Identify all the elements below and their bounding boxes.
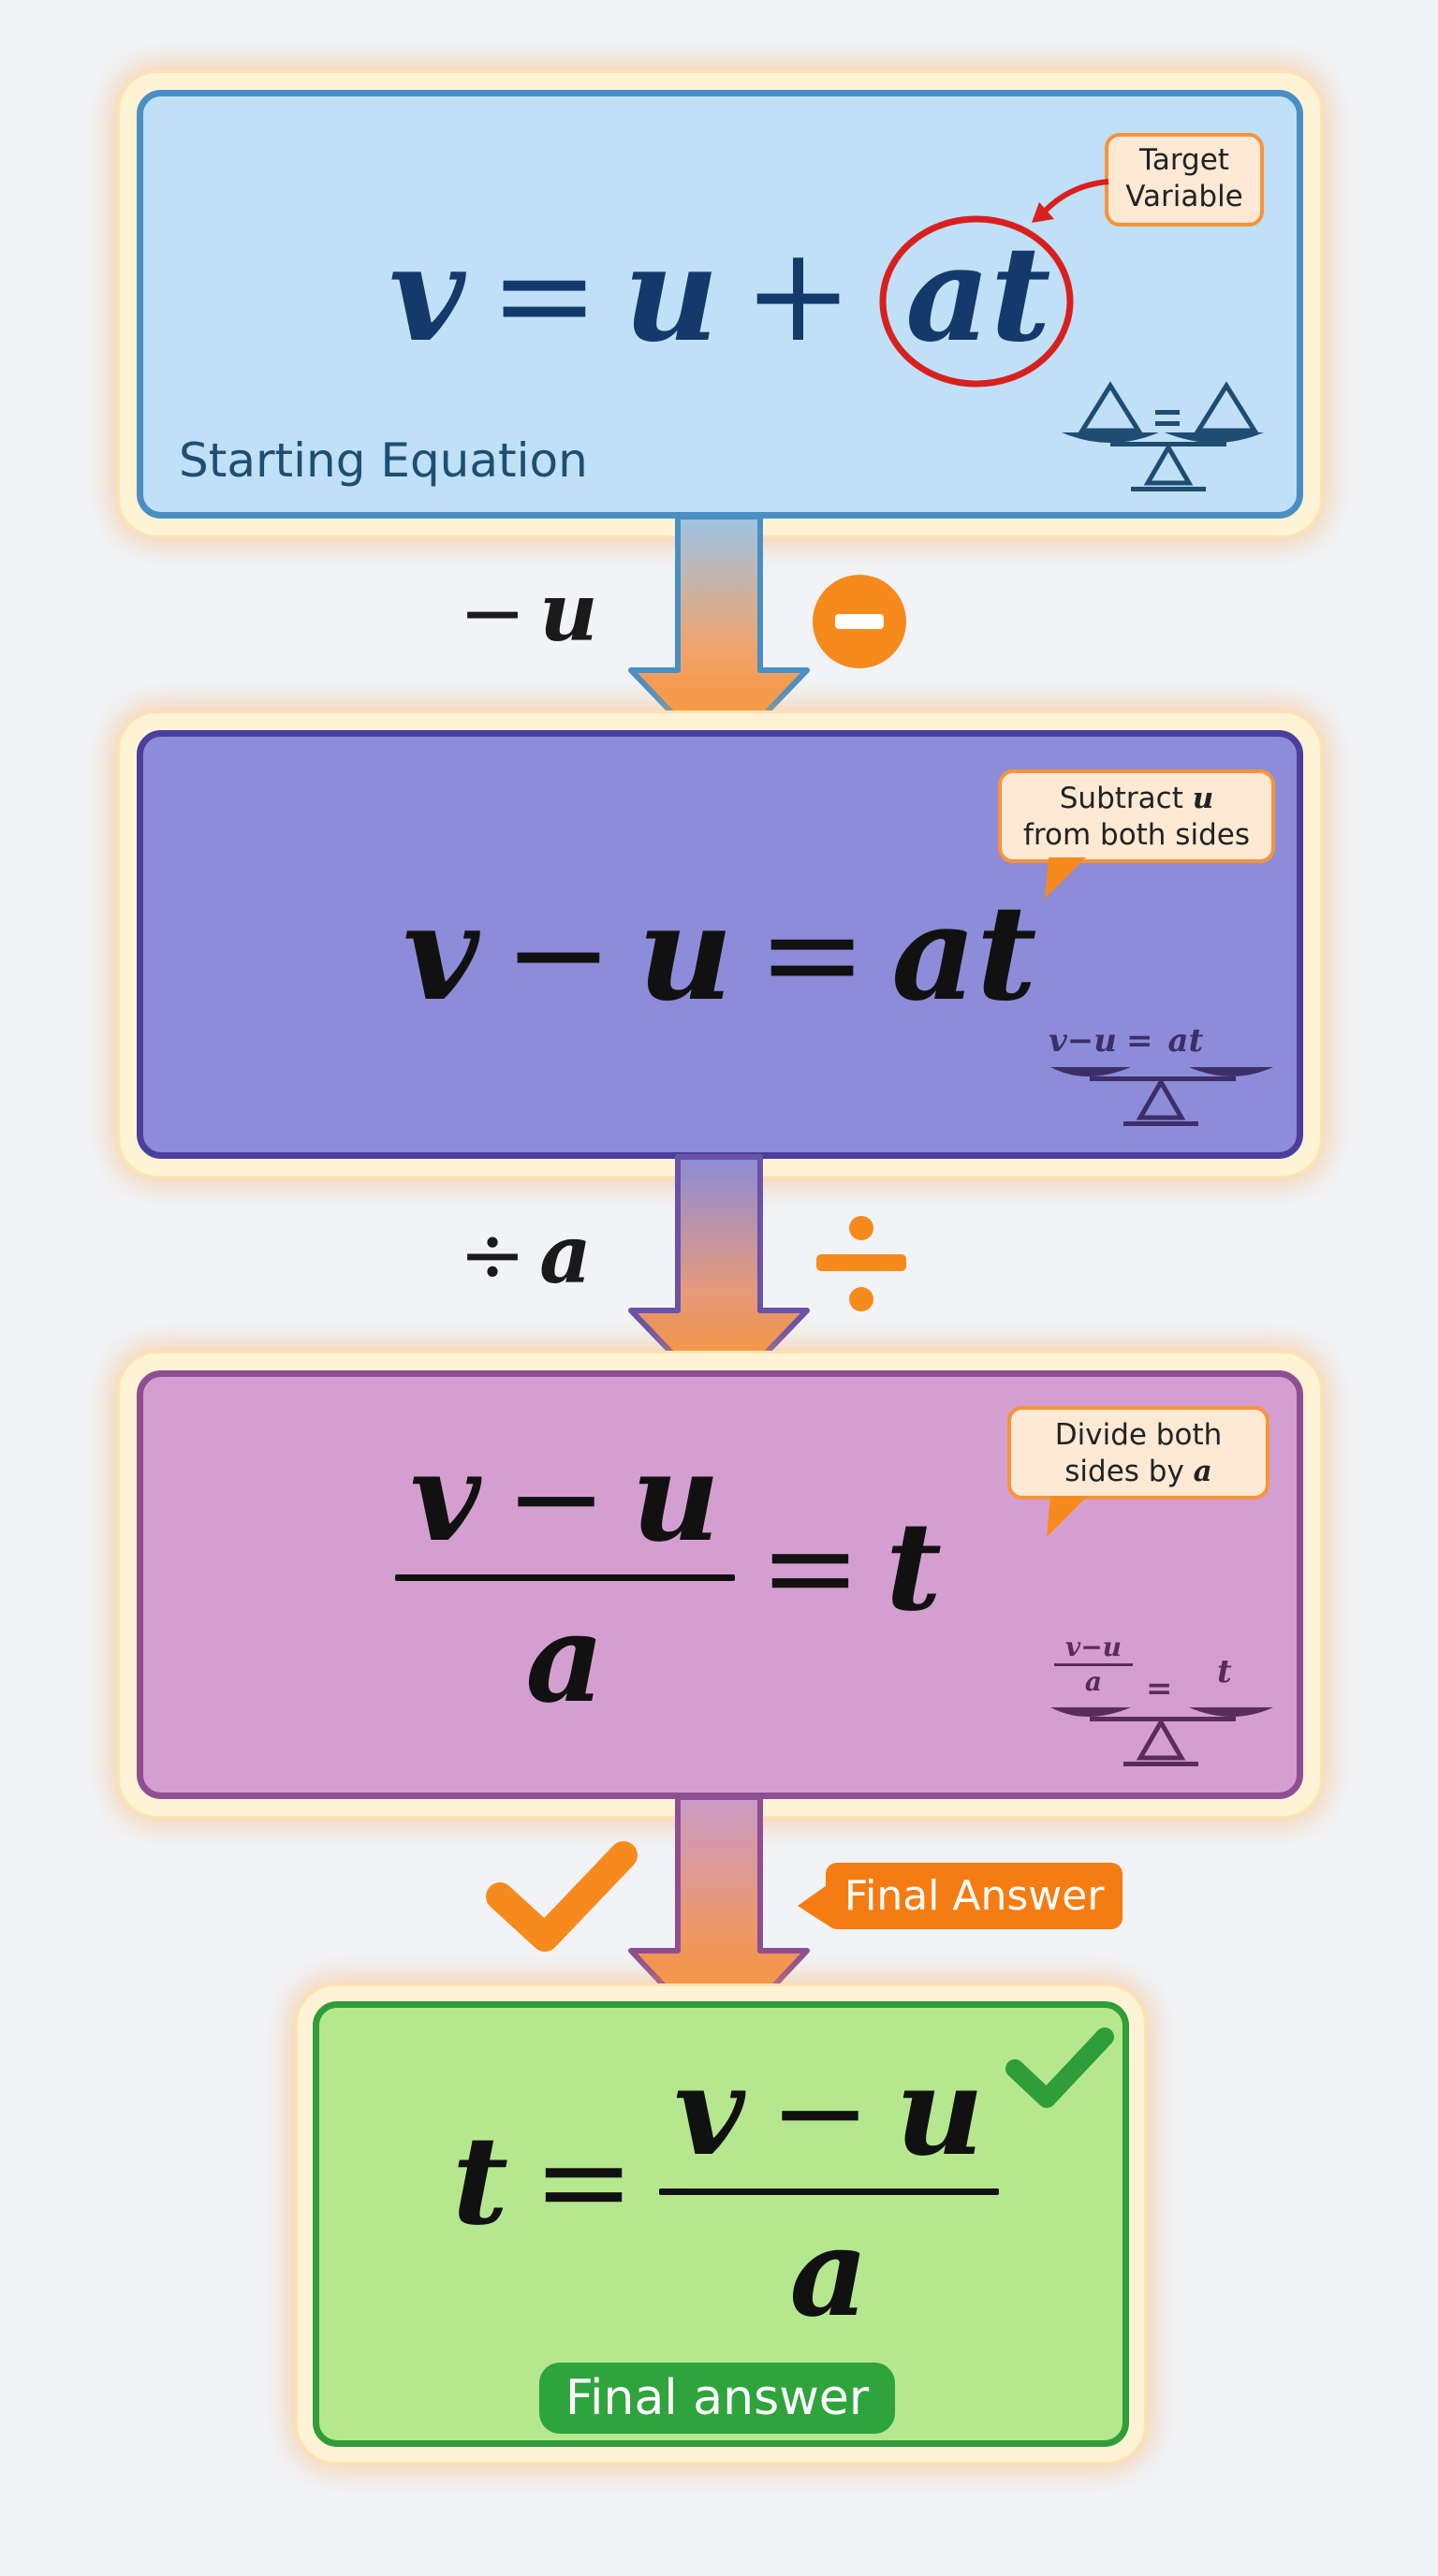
divide-callout-line1: Divide both	[1054, 1418, 1223, 1452]
checkmark-icon	[486, 1841, 638, 1952]
subtract-callout-line2: from both sides	[1023, 817, 1250, 852]
subtract-callout-text: Subtract	[1059, 782, 1193, 815]
eq3-fraction: v−u a	[394, 1426, 735, 1730]
divide-callout: Divide both sides by a	[1007, 1406, 1269, 1500]
balance-scale-step2: v−u= at	[1049, 1022, 1273, 1134]
eq4-lhs: t	[451, 2109, 509, 2252]
step1-equation: v=u+ at	[143, 218, 1297, 372]
eq3-equals: =	[759, 1496, 861, 1638]
eq3-rhs: t	[885, 1495, 942, 1638]
step2-card: v−u=at	[137, 730, 1303, 1159]
target-callout-line1: Target	[1139, 143, 1229, 177]
subtract-callout: Subtract u from both sides	[998, 769, 1275, 863]
balance3-eq: =	[1146, 1670, 1173, 1707]
eq3-num-v: v	[409, 1426, 481, 1569]
eq4-num-u: u	[895, 2040, 984, 2183]
eq4-equals: =	[533, 2110, 635, 2252]
target-circle-icon	[879, 215, 1074, 388]
eq2-minus: −	[503, 878, 614, 1031]
eq3-denominator: a	[525, 1587, 605, 1730]
eq3-numerator: v−u	[395, 1426, 735, 1569]
balance2-left: v−u	[1049, 1022, 1117, 1060]
target-callout-line2: Variable	[1125, 179, 1243, 213]
balance-scale-icon	[1050, 1067, 1273, 1126]
eq1-lhs: v	[389, 218, 465, 372]
eq2-rhs: at	[891, 877, 1037, 1031]
divide-callout-var: a	[1193, 1454, 1212, 1488]
divide-callout-line2: sides by a	[1024, 1454, 1253, 1490]
eq4-num-v: v	[673, 2040, 745, 2183]
step2-equation: v−u=at	[143, 877, 1297, 1031]
subtract-callout-line1: Subtract u	[1015, 781, 1258, 817]
checkmark-icon	[1005, 2027, 1114, 2108]
final-answer-pill: Final answer	[539, 2363, 895, 2434]
minus-circle-icon	[813, 575, 906, 668]
callout-pointer-icon	[1045, 857, 1086, 899]
eq4-denominator: a	[789, 2201, 869, 2344]
eq4-fraction: v−u a	[658, 2040, 999, 2344]
eq1-u: u	[624, 218, 719, 372]
target-variable-callout: Target Variable	[1105, 133, 1264, 227]
callout-pointer-icon	[1047, 1496, 1088, 1537]
eq1-equals: =	[489, 219, 600, 372]
balance2-right: at	[1167, 1022, 1204, 1060]
callout-arrow-icon	[1032, 179, 1109, 223]
eq3-num-u: u	[631, 1426, 720, 1569]
final-answer-badge: Final Answer	[826, 1863, 1123, 1929]
balance3-num: v−u	[1064, 1632, 1123, 1662]
badge-pointer-icon	[798, 1883, 829, 1926]
transition1-label: −u	[459, 565, 598, 660]
eq4-fraction-bar	[658, 2188, 999, 2195]
eq1-plus: +	[742, 219, 854, 372]
eq2-u: u	[638, 877, 733, 1031]
eq2-equals: =	[756, 878, 868, 1031]
transition2-var: a	[539, 1208, 592, 1302]
eq3-fraction-bar	[394, 1574, 735, 1581]
transition2-label: ÷a	[459, 1208, 592, 1302]
eq4-minus: −	[769, 2041, 872, 2183]
balance-scale-icon	[1062, 381, 1264, 491]
transition2-symbol: ÷	[459, 1208, 527, 1302]
eq1-target: at	[905, 218, 1051, 372]
eq3-minus: −	[505, 1427, 608, 1569]
transition1-symbol: −	[459, 566, 527, 660]
step4-equation: t= v−u a	[319, 2040, 1123, 2344]
eq2-lhs: v	[403, 877, 479, 1031]
subtract-callout-var: u	[1192, 782, 1214, 815]
divide-icon	[816, 1216, 906, 1311]
balance3-right: t	[1217, 1653, 1232, 1690]
balance-scale-icon	[1050, 1707, 1273, 1766]
balance2-eq: =	[1125, 1022, 1153, 1060]
transition1-var: u	[539, 565, 598, 660]
balance-scale-step3: v−u a = t	[1049, 1634, 1273, 1775]
step3-equation: v−u a =t	[143, 1426, 1297, 1730]
step1-label: Starting Equation	[179, 433, 588, 488]
divide-callout-text: sides by	[1064, 1454, 1194, 1488]
eq4-numerator: v−u	[659, 2040, 999, 2183]
balance3-den: a	[1084, 1666, 1103, 1697]
